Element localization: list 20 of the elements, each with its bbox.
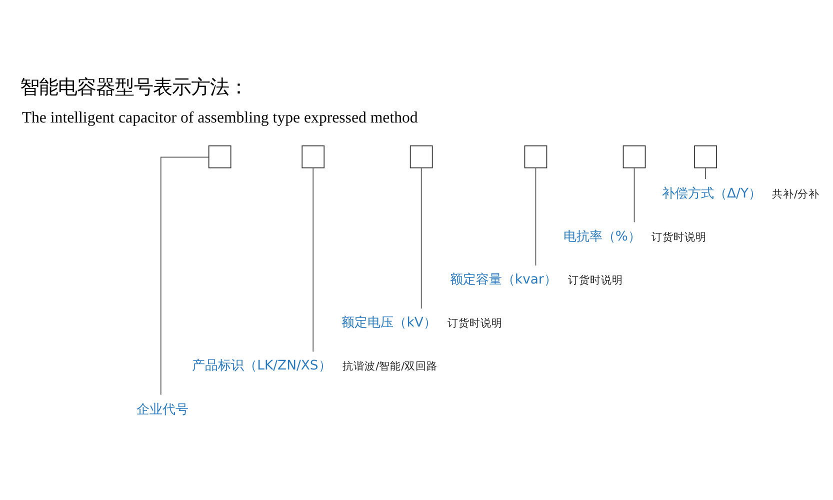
node-box [302,144,325,168]
node-box [622,144,646,168]
node-text: 额定电压（kV） 订货时说明 [342,315,502,330]
connector [420,167,422,308]
label: The intelligent capacitor of assembling type expressed method [22,108,418,126]
connector [312,166,314,352]
diagram-title: 智能电容器型号表示方法： [20,75,248,98]
connector [535,166,536,266]
node-box [410,144,433,168]
node-text: 电抗率（%） 订货时说明 [563,228,706,244]
node-text: 企业代号 [136,402,189,418]
connector [160,156,210,395]
node-text: 额定容量（kvar） 订货时说明 [450,272,623,287]
connector [634,167,635,222]
connector [705,167,706,179]
node-box [208,144,232,168]
node-text: 补偿方式（Δ/Y） 共补/分补 [662,186,820,201]
node-box [694,144,717,168]
node-box [524,144,548,168]
node-text: 产品标识（LK/ZN/XS） 抗谐波/智能/双回路 [192,358,438,374]
